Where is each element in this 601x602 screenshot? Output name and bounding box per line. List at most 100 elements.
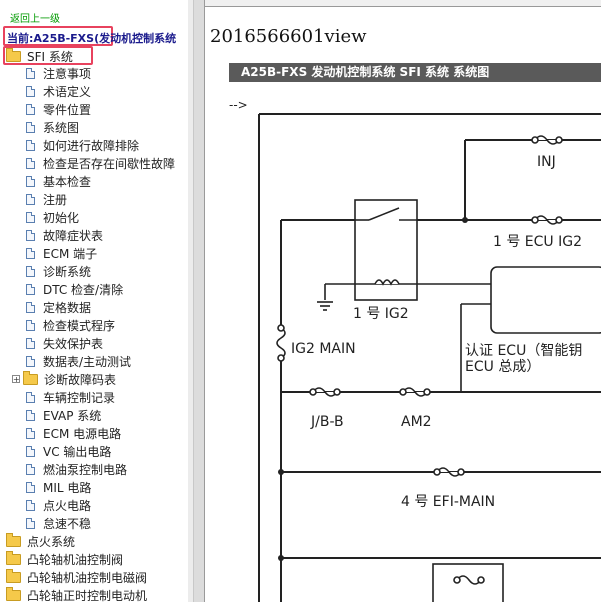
tree-node-sfi-system[interactable]: SFI 系统 [6,47,73,65]
document-icon [26,103,35,115]
document-icon [26,139,35,151]
tree-node-label: EVAP 系统 [43,408,102,423]
document-icon [26,193,35,205]
sidebar-scrollbar[interactable] [188,0,193,602]
fuse-am2-symbol [402,387,428,397]
certification-ecu-box [490,266,601,334]
tree-node-label: 术语定义 [43,84,92,99]
document-icon [26,445,35,457]
document-icon [26,175,35,187]
document-icon [26,85,35,97]
tree-node[interactable]: 定格数据 [26,298,91,316]
tree-node[interactable]: 车辆控制记录 [26,388,115,406]
tree-node[interactable]: 失效保护表 [26,334,103,352]
comment-arrow-text: --> [229,98,248,112]
junction-dot [278,555,284,561]
expand-plus-icon[interactable]: + [12,375,20,384]
tree-node[interactable]: DTC 检查/清除 [26,280,123,298]
document-icon [26,481,35,493]
tree-node-label: ECM 端子 [43,246,98,261]
tree-node-label: 数据表/主动测试 [43,354,132,369]
tree-node[interactable]: 故障症状表 [26,226,103,244]
tree-node[interactable]: VC 输出电路 [26,442,111,460]
tree-node[interactable]: ECM 电源电路 [26,424,121,442]
junction-dot [278,469,284,475]
tree-node[interactable]: ECM 端子 [26,244,97,262]
tree-node[interactable]: EVAP 系统 [26,406,101,424]
ig2-relay-box [354,199,418,301]
fuse-inj-terminal [531,136,539,144]
tree-node[interactable]: 基本检查 [26,172,91,190]
document-icon [26,355,35,367]
document-icon [26,337,35,349]
tree-node[interactable]: 注册 [26,190,67,208]
tree-node[interactable]: 燃油泵控制电路 [26,460,127,478]
fuse-inj-symbol [534,135,560,145]
tree-node-label: 初始化 [43,210,80,225]
tree-node[interactable]: 点火系统 [6,532,75,550]
tree-node[interactable]: 系统图 [26,118,79,136]
tree-node[interactable]: +诊断故障码表 [12,370,116,388]
label-ig2-main: IG2 MAIN [291,341,356,357]
tree-node-label: MIL 电路 [43,480,92,495]
document-icon [26,265,35,277]
tree-node[interactable]: 检查是否存在间歇性故障 [26,154,175,172]
tree-node-label: 系统图 [43,120,80,135]
tree-node[interactable]: 点火电路 [26,496,91,514]
tree-node[interactable]: 如何进行故障排除 [26,136,139,154]
tree-node-label: 注意事项 [43,66,92,81]
tree-node[interactable]: MIL 电路 [26,478,91,496]
tree-node-label: 如何进行故障排除 [43,138,140,153]
tree-node-label: 检查模式程序 [43,318,116,333]
label-jb: J/B-B [310,414,344,430]
document-icon [26,283,35,295]
tree-node[interactable]: 检查模式程序 [26,316,115,334]
tree-node[interactable]: 凸轮轴正时控制电动机 [6,586,147,602]
tree-node-label: 凸轮轴机油控制电磁阀 [27,570,148,585]
document-icon [26,121,35,133]
document-icon [26,67,35,79]
folder-icon [23,370,38,385]
tree-node-label: 诊断系统 [43,264,92,279]
tree-node-label: DTC 检查/清除 [43,282,124,297]
selected-highlight-box [3,46,93,65]
tree-node[interactable]: 数据表/主动测试 [26,352,131,370]
label-am2: AM2 [401,414,432,430]
current-highlight-box [3,26,113,46]
label-ig2-relay: 1 号 IG2 [353,306,409,322]
back-link[interactable]: 返回上一级 [10,14,60,25]
document-icon [26,391,35,403]
tree-node[interactable]: 术语定义 [26,82,91,100]
tree-node[interactable]: 初始化 [26,208,79,226]
tree-node-label: 故障症状表 [43,228,104,243]
view-title: 2016566601view [210,26,367,47]
tree-node-label: 车辆控制记录 [43,390,116,405]
fuse-ig2-main-symbol [276,327,286,359]
tree-node-label: SFI 系统 [27,49,73,64]
label-inj: INJ [537,154,556,170]
tree-node[interactable]: 诊断系统 [26,262,91,280]
content-top-bar [205,0,601,7]
tree-node-label: 失效保护表 [43,336,104,351]
document-icon [26,247,35,259]
tree-node[interactable]: 怠速不稳 [26,514,91,532]
label-cert-ecu-line1: 认证 ECU（智能钥 [465,343,582,359]
folder-icon [6,550,21,565]
tree-node-label: 注册 [43,192,68,207]
frame-splitter[interactable] [193,0,205,602]
content-pane: 2016566601view A25B-FXS 发动机控制系统 SFI 系统 系… [205,0,601,602]
fuse-jb-symbol [312,387,338,397]
document-icon [26,463,35,475]
tree-node-label: 怠速不稳 [43,516,92,531]
tree-node-label: 检查是否存在间歇性故障 [43,156,176,171]
tree-node-label: 点火系统 [27,534,76,549]
tree-node[interactable]: 注意事项 [26,64,91,82]
document-icon [26,517,35,529]
tree-node-label: 点火电路 [43,498,92,513]
navigation-tree-panel: 返回上一级 当前:A25B-FXS(发动机控制系统 SFI 系统 注意事项术语定… [0,0,193,602]
tree-node[interactable]: 零件位置 [26,100,91,118]
tree-node[interactable]: 凸轮轴机油控制阀 [6,550,123,568]
fuse-ecu-ig2-symbol [534,215,560,225]
tree-node-label: 零件位置 [43,102,92,117]
tree-node[interactable]: 凸轮轴机油控制电磁阀 [6,568,147,586]
